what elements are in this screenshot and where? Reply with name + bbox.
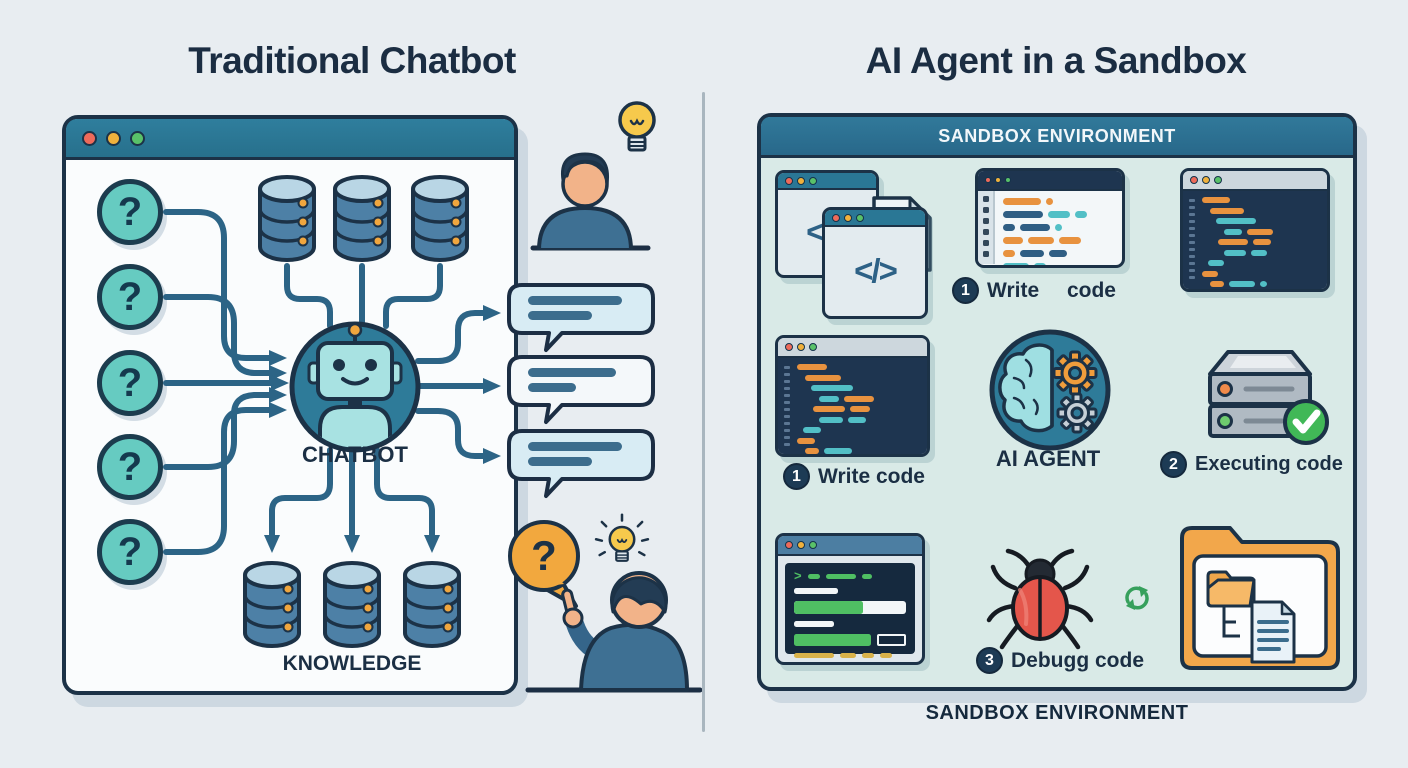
traffic-light-green-icon [1005, 177, 1011, 183]
traffic-light-red-icon [785, 541, 793, 549]
question-mark: ? [117, 529, 143, 574]
database-icon [243, 561, 301, 648]
progress-box [877, 634, 906, 646]
browser-title-bar [66, 119, 514, 160]
window-title-bar [825, 210, 925, 227]
window-title-bar [778, 536, 922, 556]
traffic-light-yellow-icon [1202, 176, 1210, 184]
step-debug-code: 3 Debugg code [976, 647, 1144, 674]
window-title-bar [778, 173, 876, 190]
question-icon: ? [97, 264, 163, 330]
line-number-gutter [978, 191, 995, 264]
database-icon [411, 175, 469, 262]
line-number-gutter [1189, 197, 1198, 289]
traffic-light-green-icon [856, 213, 864, 222]
bug-icon [986, 548, 1094, 650]
terminal-prompt: > [794, 568, 802, 583]
terminal-window: > [775, 533, 925, 665]
step-number-badge: 1 [783, 463, 810, 490]
right-title: AI Agent in a Sandbox [865, 40, 1247, 81]
terminal-screen: > [785, 563, 915, 658]
chatbot-robot-icon [289, 321, 421, 453]
step-executing-code: 2 Executing code [1160, 451, 1343, 478]
left-title: Traditional Chatbot [188, 40, 516, 81]
ai-agent-icon [989, 329, 1111, 451]
question-mark: ? [117, 189, 143, 234]
question-mark: ? [117, 274, 143, 319]
question-icon: ? [97, 350, 163, 416]
traffic-light-green-icon [809, 176, 817, 185]
gear-icon [1052, 350, 1098, 396]
traffic-light-red-icon [1190, 176, 1198, 184]
traffic-light-yellow-icon [106, 130, 121, 146]
question-mark: ? [117, 360, 143, 405]
code-file-window: </> [822, 207, 928, 319]
step-label: Write code [818, 464, 925, 488]
database-icon [258, 175, 316, 262]
traffic-light-yellow-icon [797, 541, 805, 549]
traffic-light-red-icon [785, 176, 793, 185]
traffic-light-green-icon [1214, 176, 1222, 184]
lightbulb-icon [618, 101, 656, 152]
step-write-code-left: 1 Write code [783, 463, 925, 490]
question-icon: ? [97, 179, 163, 245]
traffic-light-red-icon [985, 177, 991, 183]
knowledge-label: KNOWLEDGE [282, 652, 422, 675]
panel-divider [702, 92, 705, 732]
traffic-light-green-icon [809, 343, 817, 351]
window-title-bar [1183, 171, 1327, 191]
code-lines [995, 191, 1122, 265]
code-screen [778, 358, 927, 454]
traffic-light-yellow-icon [844, 213, 852, 222]
gear-icon [1056, 392, 1098, 434]
sandbox-header: SANDBOX ENVIRONMENT [761, 117, 1353, 158]
step-write-code-top: 1 Write code [952, 277, 1116, 304]
chat-bubble [507, 283, 655, 352]
step-number-badge: 3 [976, 647, 1003, 674]
refresh-cycle-icon [1125, 586, 1149, 610]
traffic-light-red-icon [82, 130, 97, 146]
database-icon [323, 561, 381, 648]
traffic-light-red-icon [832, 213, 840, 222]
sandbox-footer-label: SANDBOX ENVIRONMENT [925, 702, 1189, 724]
window-title-bar [778, 338, 927, 358]
traffic-light-yellow-icon [797, 176, 805, 185]
step-label: Executing code [1195, 453, 1343, 475]
step-label: Write code [987, 278, 1116, 302]
code-editor-dark-window [1180, 168, 1330, 292]
ai-agent-label: AI AGENT [995, 446, 1101, 471]
step-number-badge: 2 [1160, 451, 1187, 478]
server-icon [1208, 350, 1329, 445]
code-screen [1183, 191, 1327, 289]
database-icon [333, 175, 391, 262]
traffic-light-yellow-icon [797, 343, 805, 351]
folder-icon [1180, 526, 1340, 670]
chat-bubble [507, 355, 655, 424]
traffic-light-yellow-icon [995, 177, 1001, 183]
idea-bulb-icon [594, 513, 650, 563]
code-editor-dark-window [775, 335, 930, 457]
line-number-gutter [784, 364, 793, 454]
question-mark: ? [531, 532, 557, 579]
traffic-light-green-icon [809, 541, 817, 549]
window-title-bar [978, 171, 1122, 191]
code-editor-window [975, 168, 1125, 268]
question-mark: ? [117, 444, 143, 489]
thinking-person-icon [561, 571, 689, 692]
step-number-badge: 1 [952, 277, 979, 304]
chatbot-label: CHATBOT [302, 442, 408, 467]
file-icon [1250, 600, 1296, 664]
traffic-light-green-icon [130, 130, 145, 146]
question-icon: ? [97, 434, 163, 500]
progress-bar [794, 601, 906, 614]
chat-bubble [507, 429, 655, 498]
subfolder-icon [1206, 570, 1256, 608]
step-label: Debugg code [1011, 648, 1145, 672]
database-icon [403, 561, 461, 648]
user-person-icon [537, 152, 633, 250]
code-glyph: </> [854, 252, 898, 289]
traffic-light-red-icon [785, 343, 793, 351]
question-icon: ? [97, 519, 163, 585]
